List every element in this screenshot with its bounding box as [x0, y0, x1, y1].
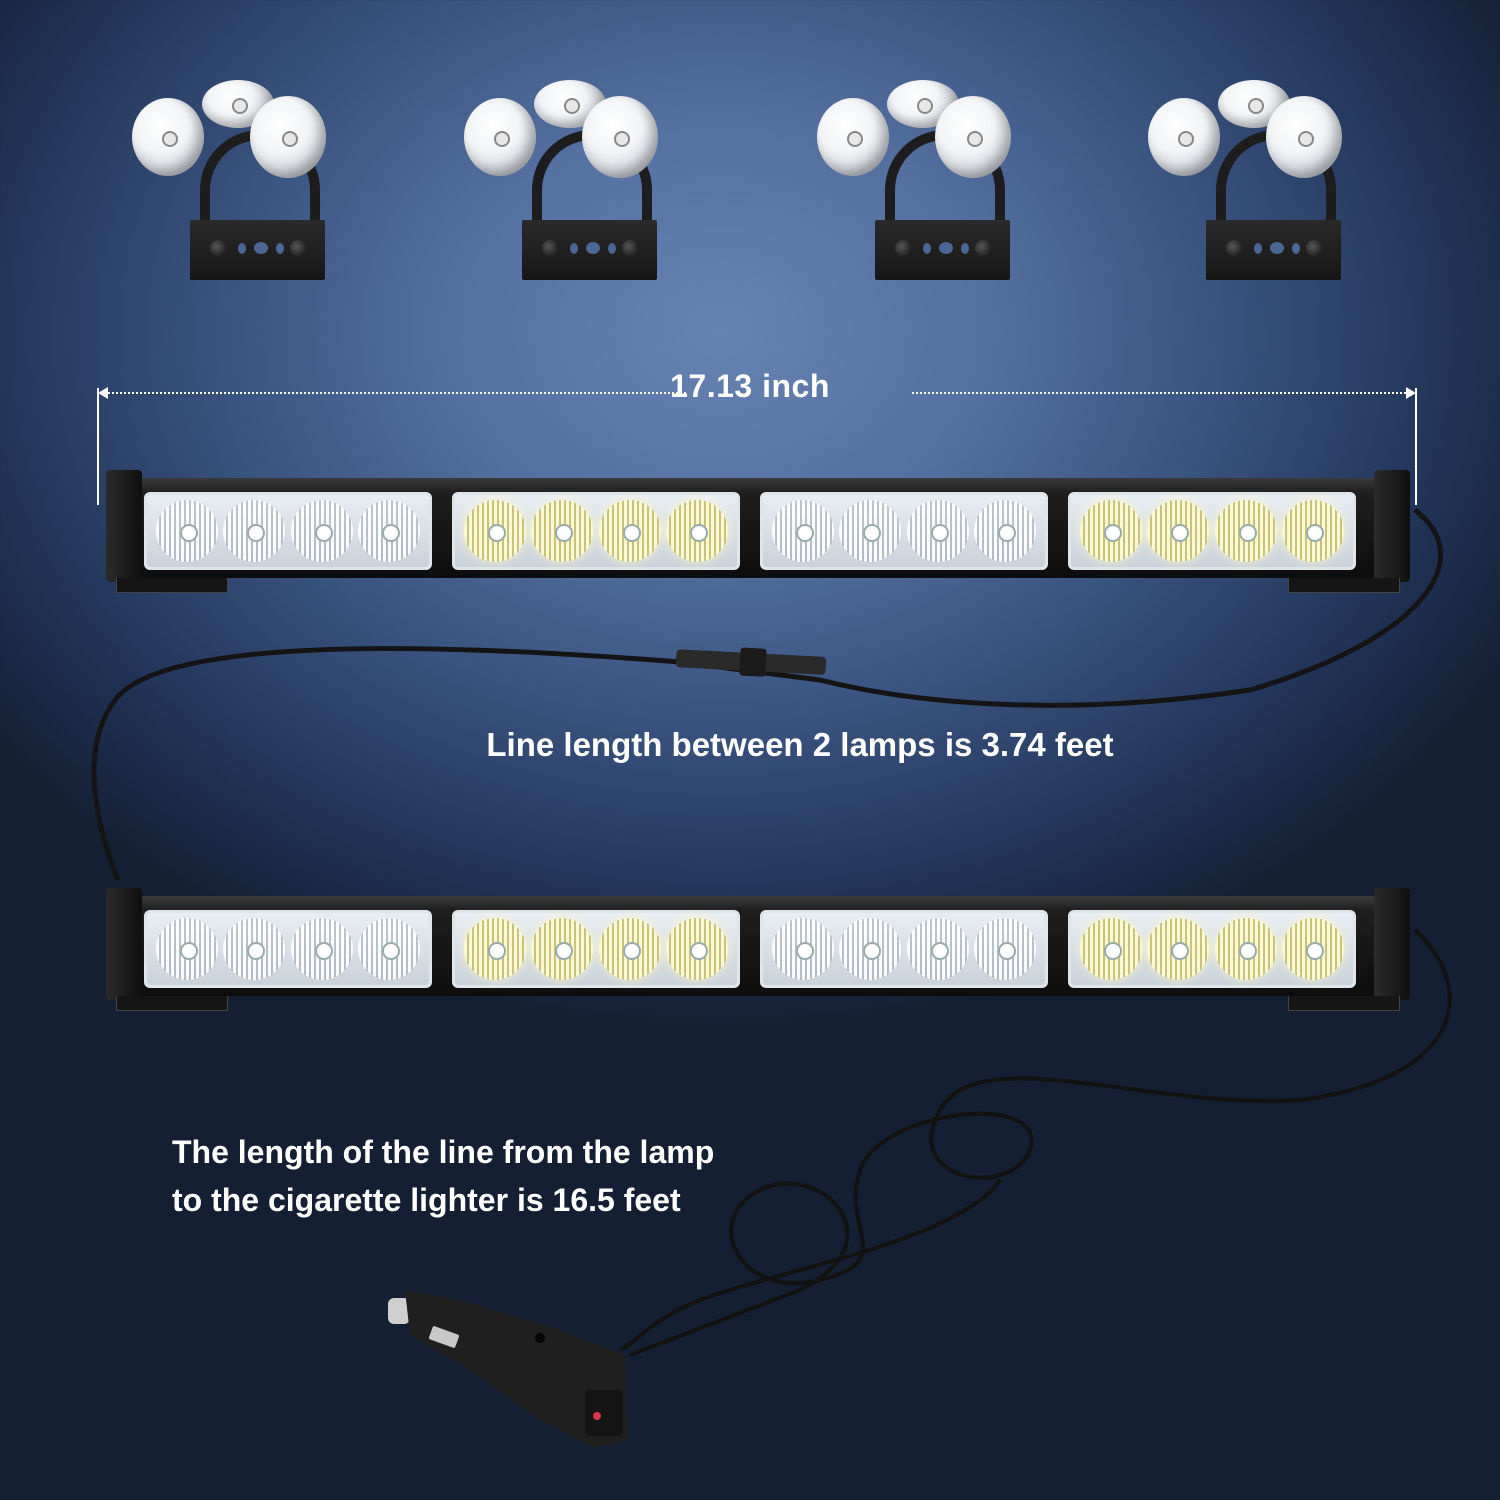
suction-mount [815, 80, 1055, 290]
led-module-amber [1068, 492, 1356, 570]
led-module-white [144, 910, 432, 988]
note-line-2: to the cigarette lighter is 16.5 feet [172, 1182, 681, 1218]
led-module-amber [452, 910, 740, 988]
cigarette-lighter-plug [388, 1290, 628, 1448]
line-length-to-lighter-note: The length of the line from the lamp to … [172, 1128, 714, 1224]
suction-mount [1146, 80, 1386, 290]
led-module-amber [1068, 910, 1356, 988]
bar-width-dimension: 17.13 inch [0, 368, 1500, 405]
light-bar-top [98, 462, 1418, 602]
led-module-amber [452, 492, 740, 570]
led-module-white [760, 910, 1048, 988]
note-line-1: The length of the line from the lamp [172, 1134, 715, 1170]
led-module-white [760, 492, 1048, 570]
dimension-label: 17.13 inch [670, 368, 830, 404]
led-module-white [144, 492, 432, 570]
light-bar-bottom [98, 880, 1418, 1020]
suction-mount [462, 80, 702, 290]
suction-mount [130, 80, 370, 290]
line-length-between-lamps-note: Line length between 2 lamps is 3.74 feet [486, 726, 1114, 763]
